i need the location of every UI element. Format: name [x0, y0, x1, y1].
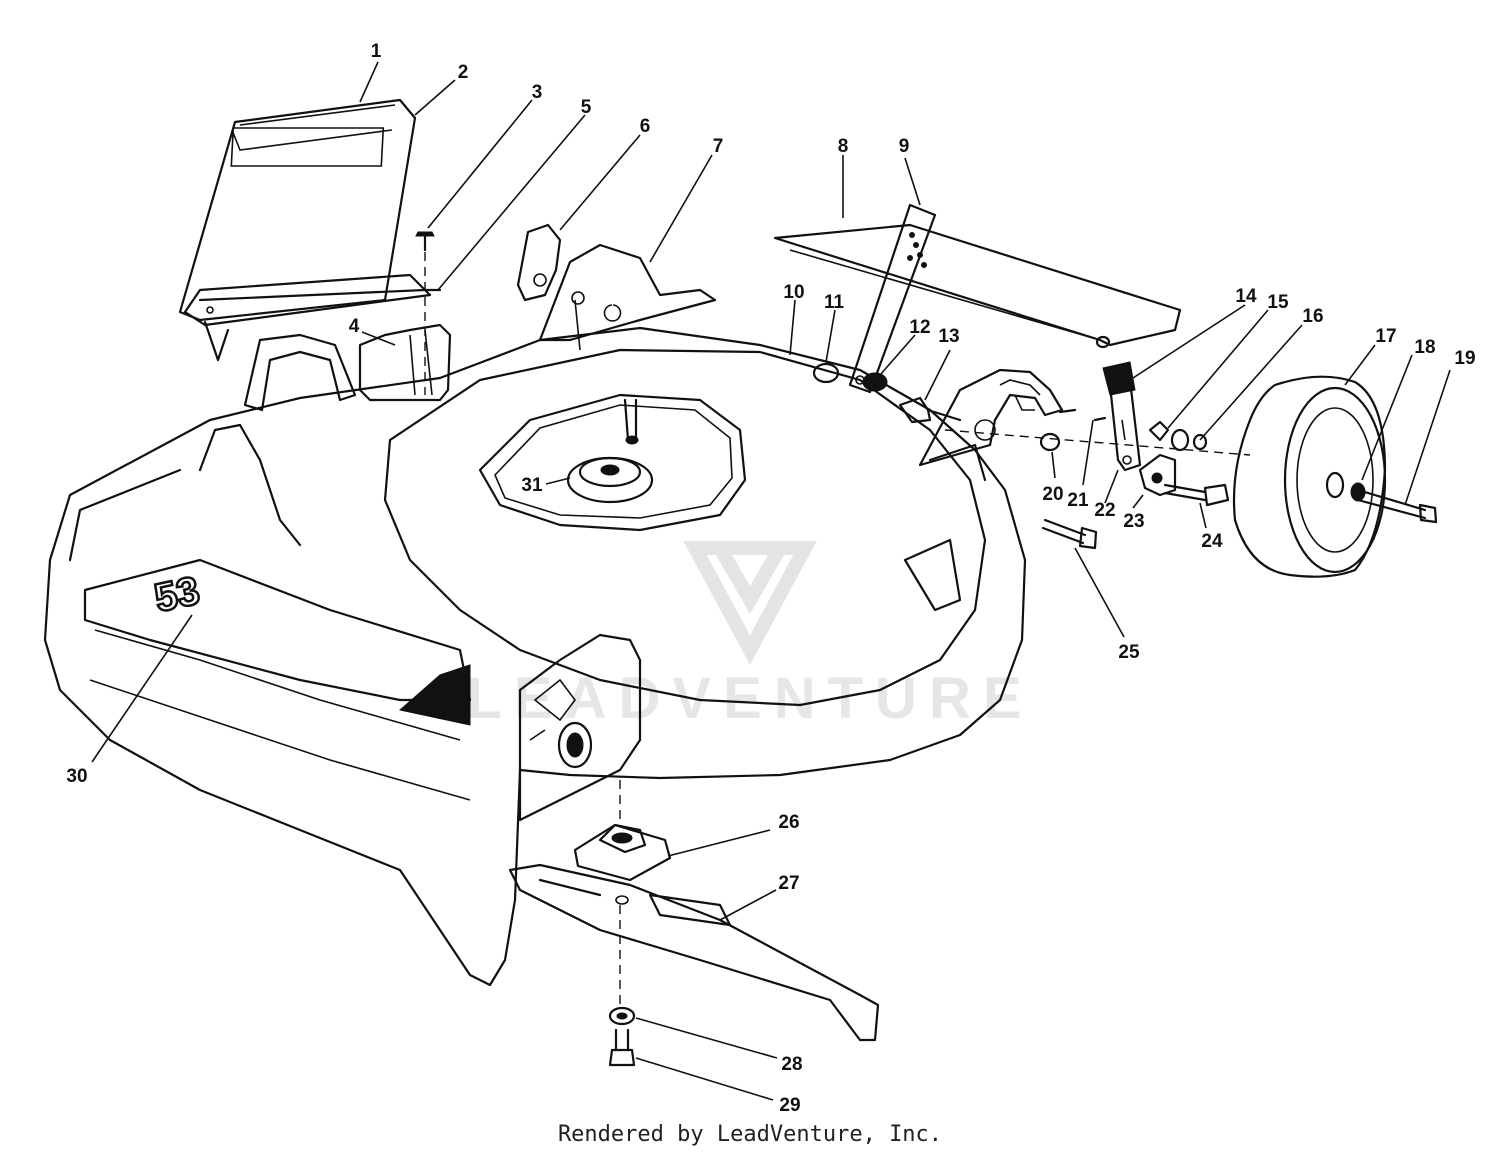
- callout-24: 24: [1201, 531, 1223, 552]
- watermark-emblem: [683, 541, 817, 665]
- hinge-bracket: [516, 223, 562, 302]
- blade-washer: [608, 1006, 636, 1026]
- callout-6: 6: [640, 116, 651, 137]
- height-adjust-lever: [848, 203, 937, 394]
- adjuster-plate: [1102, 361, 1142, 472]
- callout-10: 10: [783, 282, 804, 303]
- callout-30: 30: [66, 766, 87, 787]
- watermark-text: LEADVENTURE: [466, 666, 1033, 731]
- watermark: LEADVENTURE: [466, 541, 1033, 731]
- carriage-bolt: [1041, 518, 1098, 550]
- wheel: [1232, 375, 1387, 578]
- callout-25: 25: [1118, 642, 1140, 663]
- callout-16: 16: [1302, 306, 1323, 327]
- deck-housing: [43, 243, 1027, 987]
- callout-3: 3: [532, 82, 543, 103]
- shoulder-bolt: [898, 396, 962, 424]
- callout-2: 2: [458, 62, 469, 83]
- callout-labels: 1 2 3 4 5 6 7 8 9 10 11 12 13 14 15 16 1…: [66, 41, 1475, 1116]
- blade: [508, 863, 880, 1042]
- callout-5: 5: [581, 97, 592, 118]
- callout-11: 11: [824, 292, 845, 313]
- callout-28: 28: [781, 1054, 802, 1075]
- render-credit: Rendered by LeadVenture, Inc.: [557, 1122, 943, 1147]
- callout-15: 15: [1267, 292, 1289, 313]
- blade-adapter: [573, 823, 672, 882]
- front-wheel-bracket: [518, 633, 642, 822]
- callout-12: 12: [909, 317, 930, 338]
- callout-21: 21: [1067, 490, 1089, 511]
- callout-1: 1: [371, 41, 382, 62]
- axle-bracket: [918, 368, 1107, 467]
- callout-8: 8: [838, 136, 849, 157]
- callout-7: 7: [713, 136, 724, 157]
- bushing: [812, 362, 840, 384]
- wheel-bolt: [1350, 482, 1438, 524]
- callout-22: 22: [1094, 500, 1115, 521]
- callout-27: 27: [778, 873, 799, 894]
- deck-size-marking: 53: [151, 569, 204, 621]
- callout-18: 18: [1414, 337, 1435, 358]
- callout-31: 31: [521, 475, 543, 496]
- callout-26: 26: [778, 812, 799, 833]
- callout-4: 4: [349, 316, 360, 337]
- blade-washer-hole: [616, 1012, 628, 1020]
- callout-20: 20: [1042, 484, 1063, 505]
- blade-bolt: [608, 1028, 636, 1067]
- screw: [415, 231, 435, 252]
- callout-29: 29: [779, 1095, 800, 1116]
- leader-lines: [91, 61, 1451, 1101]
- hardware-small: [1039, 420, 1208, 497]
- callout-9: 9: [899, 136, 910, 157]
- chute-deflector: [178, 98, 432, 362]
- axle-centerline: [944, 429, 1251, 456]
- callout-17: 17: [1375, 326, 1396, 347]
- callout-23: 23: [1123, 511, 1144, 532]
- rear-flap: [773, 223, 1182, 349]
- callout-19: 19: [1454, 348, 1475, 369]
- axle-bolt: [1163, 483, 1230, 507]
- callout-14: 14: [1235, 286, 1257, 307]
- callout-13: 13: [938, 326, 959, 347]
- motor-mount-plate: [478, 393, 747, 532]
